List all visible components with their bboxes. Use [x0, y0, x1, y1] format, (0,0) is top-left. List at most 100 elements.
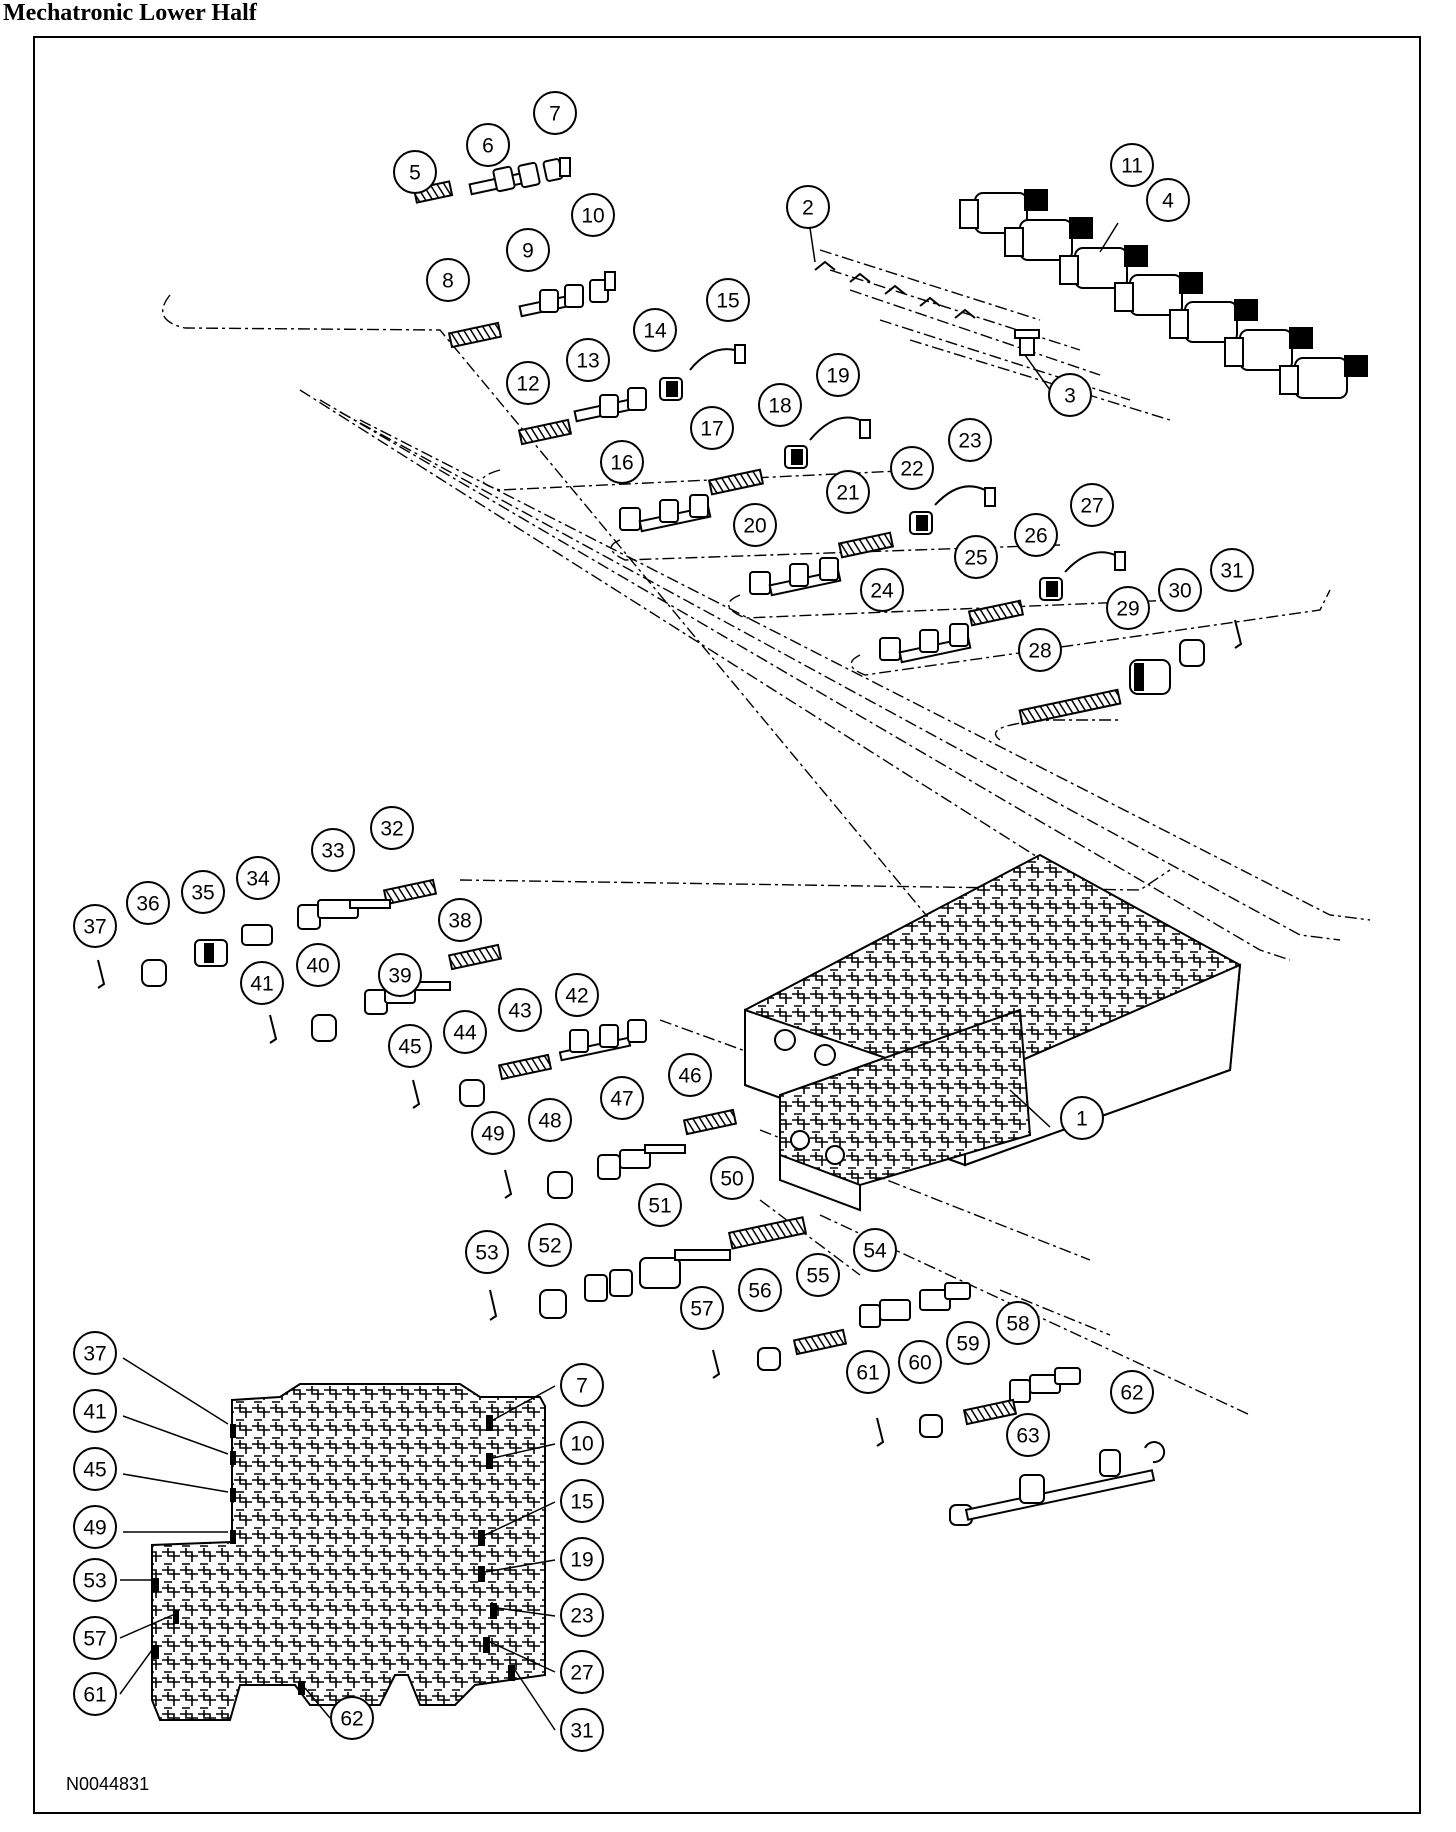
callout-c58: 58 — [996, 1301, 1040, 1345]
callout-circle — [1048, 373, 1092, 417]
callout-l49: 49 — [73, 1505, 117, 1549]
clip-49 — [504, 1169, 513, 1199]
callout-c34: 34 — [236, 856, 280, 900]
callout-label: 22 — [900, 458, 923, 481]
callout-circle — [733, 503, 777, 547]
callout-circle — [1210, 548, 1254, 592]
callout-label: 25 — [964, 547, 987, 570]
callout-c47: 47 — [600, 1076, 644, 1120]
callout-c33: 33 — [311, 828, 355, 872]
spring-32 — [382, 878, 438, 906]
callout-c8: 8 — [426, 258, 470, 302]
plug-48 — [547, 1171, 573, 1199]
callout-circle — [73, 1616, 117, 1660]
callout-label: 62 — [340, 1708, 363, 1731]
callout-c37: 37 — [73, 904, 117, 948]
callout-circle — [73, 1505, 117, 1549]
callout-label: 16 — [610, 452, 633, 475]
arrow-18-19 — [809, 416, 861, 441]
callout-label: 54 — [863, 1240, 887, 1263]
callout-circle — [1106, 586, 1150, 630]
spring-17 — [707, 468, 765, 496]
callout-label: 62 — [1120, 1382, 1143, 1405]
valve-58 — [1009, 1367, 1081, 1403]
callout-label: 3 — [1064, 385, 1076, 408]
callout-c29: 29 — [1106, 586, 1150, 630]
callout-r10: 10 — [560, 1421, 604, 1465]
callout-circle — [710, 1156, 754, 1200]
solenoid-3 — [1059, 245, 1148, 289]
valve-54 — [859, 1282, 971, 1328]
callout-label: 53 — [475, 1242, 498, 1265]
leader-paths — [162, 249, 1371, 1416]
callout-c14: 14 — [633, 308, 677, 352]
plug-60 — [919, 1414, 943, 1438]
callout-c59: 59 — [946, 1321, 990, 1365]
callout-label: 40 — [306, 955, 329, 978]
plug-44 — [459, 1079, 485, 1107]
callout-label: 39 — [388, 965, 411, 988]
callout-c4: 4 — [1146, 178, 1190, 222]
callout-circle — [860, 568, 904, 612]
callout-circle — [330, 1696, 374, 1740]
callout-label: 35 — [191, 882, 214, 905]
bushing-35 — [194, 939, 228, 967]
arrow-14-15 — [689, 348, 736, 371]
callout-circle — [560, 1593, 604, 1637]
callout-label: 63 — [1016, 1425, 1039, 1448]
callout-label: 28 — [1028, 640, 1051, 663]
callout-circle — [560, 1708, 604, 1752]
callout-circle — [560, 1537, 604, 1581]
callout-l45: 45 — [73, 1447, 117, 1491]
callout-label: 41 — [83, 1401, 106, 1424]
callout-label: 18 — [768, 395, 791, 418]
callout-circle — [826, 470, 870, 514]
callout-circle — [426, 258, 470, 302]
callout-circle — [443, 1010, 487, 1054]
solenoid-6 — [1224, 327, 1313, 371]
callout-c23: 23 — [948, 418, 992, 462]
callout-label: 15 — [716, 290, 739, 313]
callout-c25: 25 — [954, 535, 998, 579]
inset-clip-marks — [153, 1415, 515, 1695]
plug-36 — [141, 959, 167, 987]
callout-label: 47 — [610, 1088, 633, 1111]
callout-circle — [1060, 1096, 1104, 1140]
callout-label: 37 — [83, 916, 106, 939]
callout-c3: 3 — [1048, 373, 1092, 417]
callout-c24: 24 — [860, 568, 904, 612]
callout-label: 10 — [581, 205, 604, 228]
solenoid-2 — [1004, 217, 1093, 261]
valve-13 — [573, 387, 647, 423]
callout-circle — [946, 1321, 990, 1365]
callout-circle — [393, 150, 437, 194]
callout-circle — [528, 1098, 572, 1142]
callout-label: 21 — [836, 482, 859, 505]
callout-c21: 21 — [826, 470, 870, 514]
callout-label: 7 — [549, 103, 561, 126]
callout-label: 56 — [748, 1280, 771, 1303]
clip-41 — [269, 1014, 278, 1044]
callout-circle — [600, 440, 644, 484]
callout-l61: 61 — [73, 1672, 117, 1716]
solenoid-7 — [1279, 355, 1368, 399]
callout-circle — [1070, 483, 1114, 527]
clip-27 — [1114, 551, 1126, 571]
plug-40 — [311, 1014, 337, 1042]
callout-label: 45 — [83, 1459, 106, 1482]
callout-circle — [506, 361, 550, 405]
arrow-26-27 — [1064, 551, 1116, 573]
spring-12 — [517, 418, 573, 446]
callout-l57: 57 — [73, 1616, 117, 1660]
spring-43 — [497, 1053, 553, 1081]
spring-55 — [792, 1328, 848, 1356]
callout-c31: 31 — [1210, 548, 1254, 592]
spring-59 — [962, 1398, 1018, 1426]
callout-label: 14 — [643, 320, 667, 343]
callout-c11: 11 — [1110, 143, 1154, 187]
callout-label: 44 — [453, 1022, 477, 1045]
callout-circle — [1158, 568, 1202, 612]
arrow-22-23 — [934, 485, 986, 506]
callout-r15: 15 — [560, 1479, 604, 1523]
solenoid-4 — [1114, 272, 1203, 316]
